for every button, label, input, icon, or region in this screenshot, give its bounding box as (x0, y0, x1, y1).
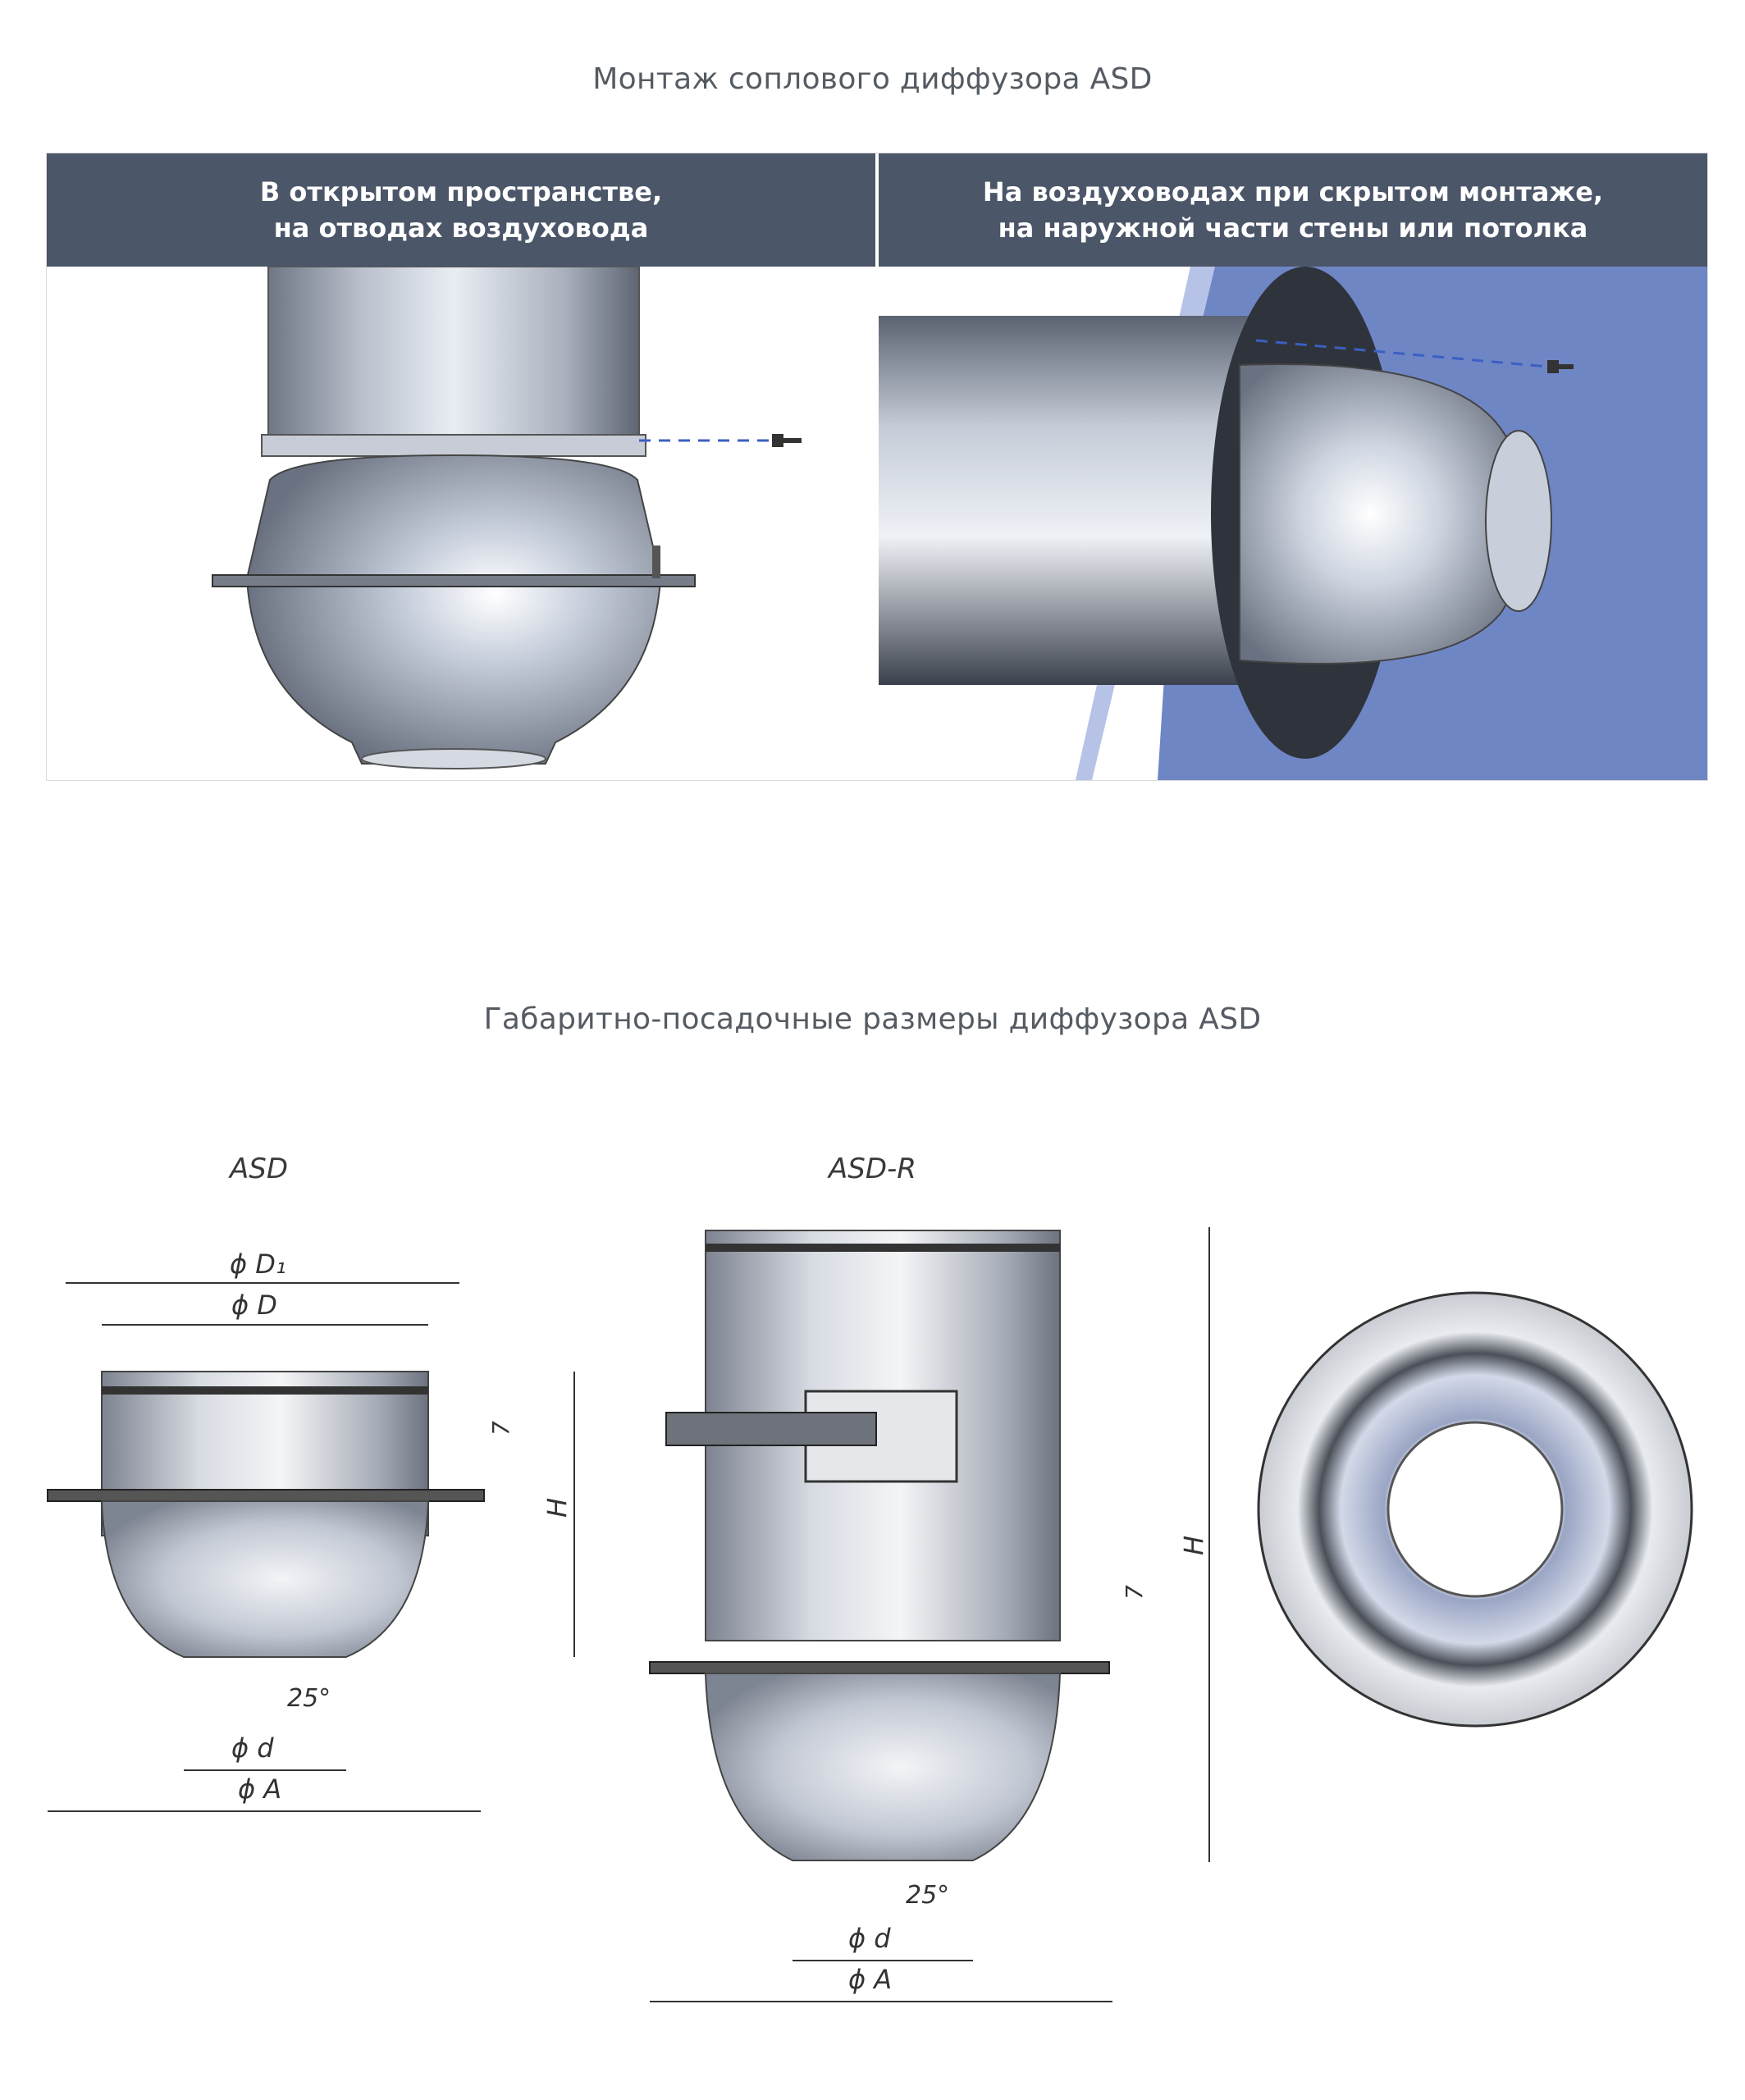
open-space-render (47, 266, 875, 780)
dimension-drawings: ϕ D₁ ϕ D H 7 25° ϕ d ϕ A H 7 25° ϕ d ϕ A (47, 1227, 1693, 2002)
clamp-ring (261, 434, 646, 457)
dim-label-h-r: H (1178, 1536, 1209, 1555)
dim-label-angle-r: 25° (906, 1881, 949, 1910)
asd-flange (47, 1489, 485, 1502)
dim-label-a-r: ϕ A (848, 1964, 892, 1995)
nozzle-outlet (361, 748, 546, 769)
open-space-diffuser-drawing (212, 266, 802, 769)
asd-drawing: ϕ D₁ ϕ D H 7 25° ϕ d ϕ A (47, 1249, 575, 1812)
screw-icon-2 (1547, 360, 1574, 373)
asdr-bowl (704, 1673, 1062, 1861)
damper-handle (665, 1412, 877, 1446)
diffuser-bowl (245, 454, 662, 765)
duct-pipe (267, 266, 640, 440)
asd-bowl (100, 1500, 430, 1658)
concealed-diffuser-drawing (879, 267, 1574, 780)
mounting-panels: В открытом пространстве, на отводах возд… (46, 153, 1708, 781)
asd-model-label: ASD (230, 1153, 289, 1185)
concealed-install-render (879, 267, 1707, 780)
dim-label-h: H (541, 1498, 573, 1518)
left-header-line2: на отводах воздуховода (273, 212, 649, 244)
dim-label-d: ϕ D (231, 1290, 277, 1321)
screw-icon (772, 434, 802, 447)
mounting-flange (212, 574, 696, 587)
nozzle-opening-circle (1386, 1421, 1564, 1598)
right-panel-header: На воздуховодах при скрытом монтаже, на … (879, 153, 1707, 267)
screw-guide-line-2 (1255, 339, 1548, 368)
left-panel-header: В открытом пространстве, на отводах возд… (47, 153, 875, 267)
diffuser-nozzle (1485, 430, 1552, 612)
asdr-model-label: ASD-R (829, 1153, 916, 1185)
asdr-drawing: H 7 25° ϕ d ϕ A (649, 1227, 1210, 2002)
right-header-line1: На воздуховодах при скрытом монтаже, (982, 176, 1604, 208)
section-title-dimensions: Габаритно-посадочные размеры диффузора A… (483, 1002, 1262, 1036)
dim-label-7-r: 7 (1121, 1585, 1148, 1600)
top-view-drawing (1257, 1291, 1693, 1728)
asdr-flange (649, 1661, 1110, 1674)
asd-band (102, 1386, 428, 1395)
dim-label-a: ϕ A (238, 1774, 281, 1805)
dim-label-7: 7 (487, 1421, 514, 1436)
dim-label-small-d: ϕ d (231, 1732, 274, 1764)
dim-label-small-d-r: ϕ d (848, 1923, 891, 1954)
fastener-bolt-icon (652, 546, 660, 578)
asdr-top-band (706, 1244, 1060, 1252)
dim-label-d1: ϕ D₁ (230, 1249, 286, 1280)
right-header-line2: на наружной части стены или потолка (998, 212, 1588, 244)
left-header-line1: В открытом пространстве, (259, 176, 663, 208)
section-title-mounting: Монтаж соплового диффузора ASD (592, 62, 1153, 96)
dim-label-angle: 25° (287, 1684, 331, 1713)
panel-divider (875, 153, 879, 780)
